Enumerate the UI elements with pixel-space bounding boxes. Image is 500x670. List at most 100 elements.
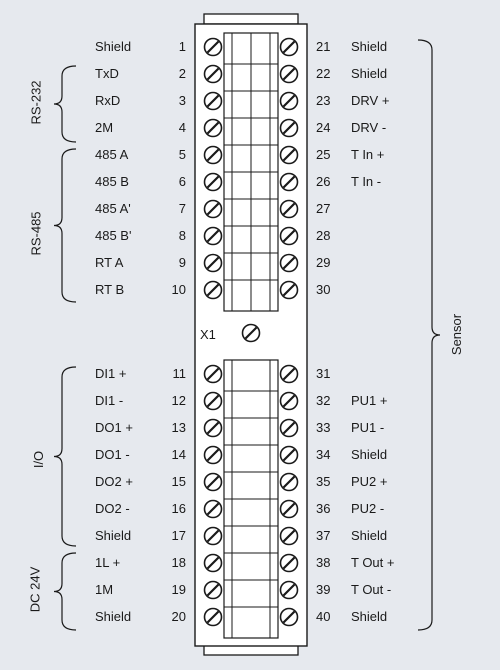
lower-left-screw-17-slot	[206, 529, 220, 543]
terminal-label-7: 485 A'	[95, 201, 131, 216]
terminal-number-24: 24	[316, 120, 331, 135]
terminal-label-8: 485 B'	[95, 228, 132, 243]
upper-left-screw-7-slot	[206, 202, 220, 216]
terminal-label-6: 485 B	[95, 174, 129, 189]
terminal-number-19: 19	[171, 582, 186, 597]
group-label-rs232: RS-232	[28, 80, 44, 125]
upper-left-screw-5-slot	[206, 148, 220, 162]
terminal-number-39: 39	[316, 582, 331, 597]
terminal-number-35: 35	[316, 474, 331, 489]
terminal-label-4: 2M	[95, 120, 114, 135]
terminal-number-17: 17	[171, 528, 186, 543]
lower-left-screw-12-slot	[206, 394, 220, 408]
lower-right-screw-36-slot	[282, 502, 296, 516]
lower-left-screw-13-slot	[206, 421, 220, 435]
terminal-label-39: T Out -	[351, 582, 392, 597]
upper-left-screw-3-slot	[206, 94, 220, 108]
upper-left-screw-9-slot	[206, 256, 220, 270]
upper-right-screw-29-slot	[282, 256, 296, 270]
lower-right-screw-35-slot	[282, 475, 296, 489]
rs485-bracket	[53, 148, 77, 303]
terminal-number-30: 30	[316, 282, 331, 297]
terminal-number-34: 34	[316, 447, 331, 462]
terminal-label-40: Shield	[351, 609, 388, 624]
upper-right-screw-23-slot	[282, 94, 296, 108]
lower-right-screw-39-slot	[282, 583, 296, 597]
terminal-label-16: DO2 -	[95, 501, 130, 516]
terminal-number-28: 28	[316, 228, 331, 243]
upper-right-screw-27-slot	[282, 202, 296, 216]
terminal-number-37: 37	[316, 528, 331, 543]
dc24v-bracket	[53, 552, 77, 631]
terminal-number-29: 29	[316, 255, 331, 270]
terminal-label-22: Shield	[351, 66, 388, 81]
terminal-number-3: 3	[178, 93, 186, 108]
terminal-number-23: 23	[316, 93, 331, 108]
x1-center-screw-slot	[244, 326, 258, 340]
lower-left-screw-19-slot	[206, 583, 220, 597]
terminal-label-14: DO1 -	[95, 447, 130, 462]
terminal-number-33: 33	[316, 420, 331, 435]
terminal-label-38: T Out +	[351, 555, 395, 570]
terminal-label-26: T In -	[351, 174, 382, 189]
terminal-label-3: RxD	[95, 93, 121, 108]
upper-left-screw-10-slot	[206, 283, 220, 297]
terminal-label-32: PU1 +	[351, 393, 388, 408]
terminal-number-10: 10	[171, 282, 186, 297]
terminal-number-4: 4	[178, 120, 186, 135]
group-label-rs485: RS-485	[28, 211, 44, 256]
upper-left-screw-6-slot	[206, 175, 220, 189]
terminal-label-9: RT A	[95, 255, 124, 270]
terminal-number-25: 25	[316, 147, 331, 162]
terminal-label-11: DI1 +	[95, 366, 127, 381]
terminal-number-7: 7	[178, 201, 186, 216]
group-label-sensor: Sensor	[449, 313, 465, 356]
terminal-label-25: T In +	[351, 147, 385, 162]
terminal-label-33: PU1 -	[351, 420, 385, 435]
terminal-number-8: 8	[178, 228, 186, 243]
terminal-number-11: 11	[172, 366, 187, 381]
lower-right-screw-31-slot	[282, 367, 296, 381]
terminal-number-31: 31	[316, 366, 331, 381]
terminal-label-34: Shield	[351, 447, 388, 462]
terminal-number-27: 27	[316, 201, 331, 216]
terminal-number-18: 18	[171, 555, 186, 570]
group-label-dc24v: DC 24V	[27, 566, 43, 613]
terminal-label-1: Shield	[95, 39, 132, 54]
terminal-number-12: 12	[171, 393, 186, 408]
terminal-label-37: Shield	[351, 528, 388, 543]
upper-right-screw-26-slot	[282, 175, 296, 189]
terminal-number-22: 22	[316, 66, 331, 81]
lower-right-screw-38-slot	[282, 556, 296, 570]
terminal-number-40: 40	[316, 609, 331, 624]
lower-left-screw-20-slot	[206, 610, 220, 624]
lower-left-screw-14-slot	[206, 448, 220, 462]
terminal-number-32: 32	[316, 393, 331, 408]
group-label-io: I/O	[31, 450, 47, 469]
sensor-bracket	[417, 39, 441, 631]
terminal-number-1: 1	[178, 39, 186, 54]
terminal-label-35: PU2 +	[351, 474, 388, 489]
upper-right-screw-22-slot	[282, 67, 296, 81]
terminal-label-12: DI1 -	[95, 393, 124, 408]
terminal-label-24: DRV -	[351, 120, 387, 135]
lower-left-screw-18-slot	[206, 556, 220, 570]
connector-label: X1	[200, 327, 216, 342]
terminal-number-21: 21	[316, 39, 331, 54]
terminal-number-5: 5	[178, 147, 186, 162]
terminal-number-6: 6	[178, 174, 186, 189]
upper-left-screw-4-slot	[206, 121, 220, 135]
terminal-number-2: 2	[178, 66, 186, 81]
terminal-label-23: DRV +	[351, 93, 390, 108]
terminal-label-13: DO1 +	[95, 420, 133, 435]
upper-left-screw-2-slot	[206, 67, 220, 81]
terminal-number-9: 9	[178, 255, 186, 270]
terminal-label-10: RT B	[95, 282, 125, 297]
terminal-label-18: 1L +	[95, 555, 121, 570]
lower-right-screw-33-slot	[282, 421, 296, 435]
terminal-number-20: 20	[171, 609, 186, 624]
terminal-number-16: 16	[171, 501, 186, 516]
terminal-label-19: 1M	[95, 582, 114, 597]
upper-right-screw-24-slot	[282, 121, 296, 135]
